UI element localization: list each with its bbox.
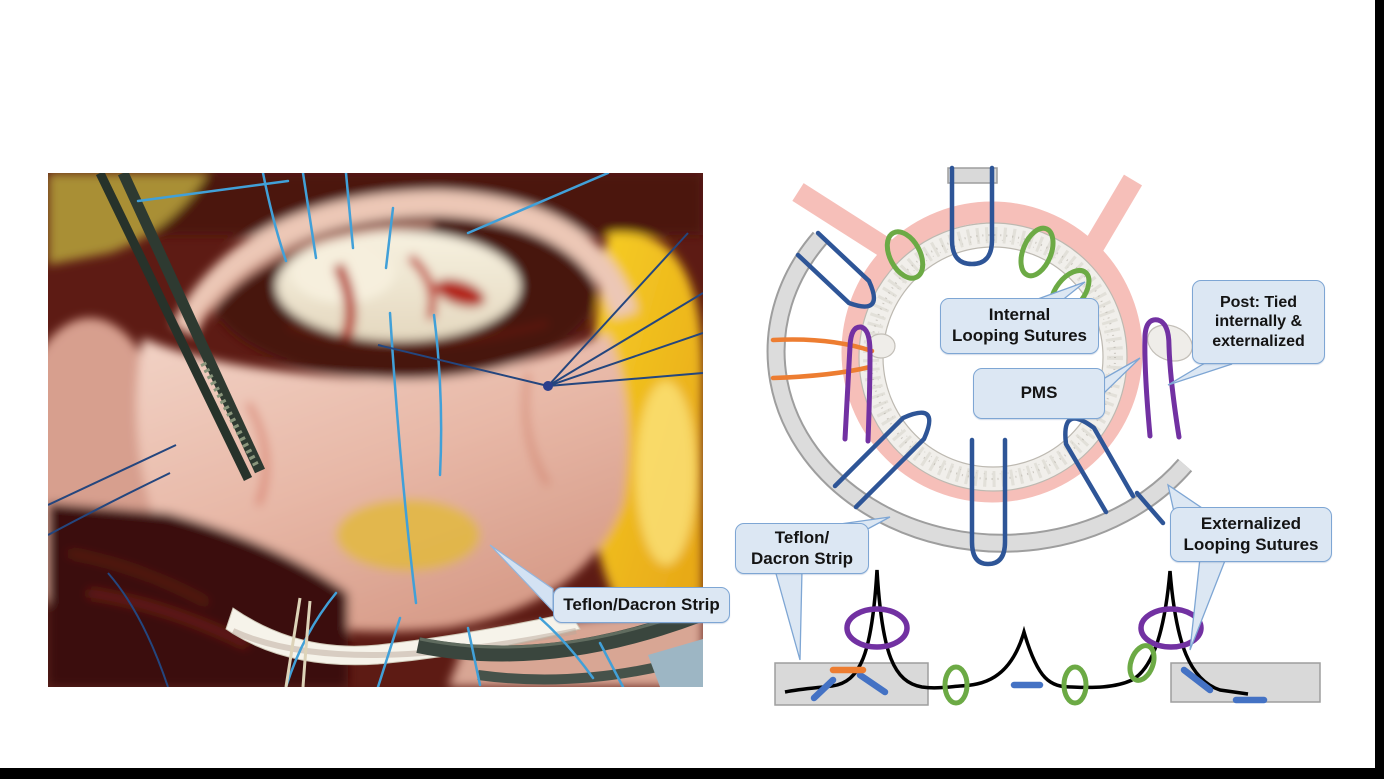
annulus-arm-right [1078, 174, 1143, 262]
callout-teflon-dacron: Teflon/ Dacron Strip [735, 523, 869, 574]
callout-internal-looping-label: Internal Looping Sutures [951, 305, 1088, 345]
drape-corner [648, 639, 703, 687]
callout-externalized-looping-label: Externalized Looping Sutures [1183, 513, 1319, 554]
tail-externalized-down [1189, 557, 1227, 651]
blue-loop-lower-left [832, 410, 932, 510]
forceps [95, 173, 265, 481]
photo-details [48, 173, 703, 687]
blue-loop-upper-left [795, 230, 876, 309]
suture-threads-blue [136, 173, 625, 687]
photo-callout-label: Teflon/Dacron Strip [563, 594, 720, 614]
callout-internal-looping: Internal Looping Sutures [940, 298, 1099, 354]
callout-post-label: Post: Tied internally & externalized [1212, 293, 1305, 350]
callout-teflon-dacron-label: Teflon/ Dacron Strip [750, 527, 854, 568]
suture-threads-navy [48, 232, 703, 687]
annulus-arm-left [792, 183, 898, 261]
purple-loops-flat [844, 606, 1204, 650]
purple-posts [842, 317, 1182, 444]
callout-pms-label: PMS [1020, 383, 1058, 403]
blue-loop-top [949, 165, 995, 267]
blue-loop-lower-right [1063, 416, 1136, 515]
green-loops-flat [942, 643, 1157, 706]
suture-diagram: Internal Looping Sutures PMS Post: Tied … [720, 140, 1380, 768]
tail-teflon-down [774, 569, 803, 661]
surgical-photo: Teflon/Dacron Strip [48, 173, 730, 687]
aortic-wall-rim [171, 189, 638, 338]
black-frame-bottom [0, 768, 1384, 779]
top-anchor-tab [947, 167, 998, 184]
dacron-strip-arc [766, 231, 1193, 553]
callout-tails [774, 281, 1233, 661]
purple-post-left [842, 324, 873, 444]
suture-diagram-art [766, 165, 1321, 706]
suture-threads-white [284, 597, 312, 687]
blue-stitch-right [1134, 490, 1166, 526]
blue-loop-bottom [969, 437, 1008, 567]
surgical-photo-art [48, 173, 703, 687]
callout-post: Post: Tied internally & externalized [1192, 280, 1325, 364]
black-frame-right [1375, 0, 1384, 779]
tissue-layers [48, 173, 703, 687]
purple-post-right [1142, 317, 1182, 440]
blue-looping-sutures [795, 165, 1166, 567]
flattened-view [774, 569, 1321, 706]
orange-sutures [770, 337, 875, 381]
photo-callout-teflon-dacron: Teflon/Dacron Strip [553, 587, 730, 623]
blue-stitches-flat [810, 666, 1268, 704]
callout-pms: PMS [973, 368, 1105, 419]
callout-externalized-looping: Externalized Looping Sutures [1170, 507, 1332, 562]
retractor [416, 605, 703, 662]
suture-knot [543, 381, 553, 391]
